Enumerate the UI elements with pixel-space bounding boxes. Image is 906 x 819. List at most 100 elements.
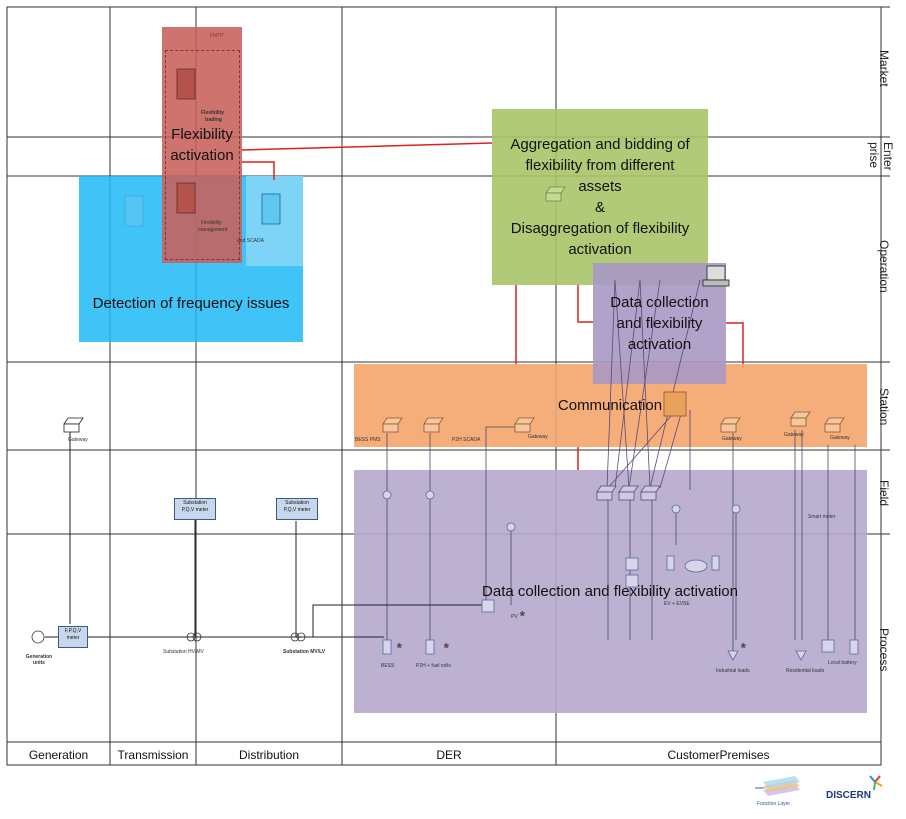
gateway-der-label: Gateway: [528, 434, 548, 440]
generation-units-label-1: Generation: [25, 654, 53, 660]
aggregation-label: Aggregation and bidding of flexibility f…: [492, 134, 708, 260]
flexibility-management-server-icon: [176, 182, 196, 214]
discern-logo: DISCERN: [826, 790, 872, 801]
meter-label-line2: P,Q,V meter: [283, 507, 311, 513]
op-data-line-3: activation: [627, 336, 692, 353]
aggregation-line-4: &: [594, 199, 605, 216]
red-connectors: [241, 142, 744, 470]
p2h-sensor-icon: [425, 490, 435, 500]
flex-management-label-1: Flexibility: [201, 220, 222, 226]
domain-customer-premises: CustomerPremises: [667, 748, 770, 762]
svg-text:*: *: [520, 609, 525, 623]
smart-meter-label: Smart meter: [808, 514, 836, 520]
flex-management-label-2: management: [198, 227, 228, 233]
gateway-industrial-label: Gateway: [722, 436, 742, 442]
substation-hv-mv-label: Substation HV/MV: [163, 649, 204, 655]
domain-generation: Generation: [28, 748, 89, 762]
fmtp-label: FMTP: [210, 33, 224, 39]
function-layer-legend: Function Layer: [757, 801, 791, 807]
bess-icon: [382, 639, 392, 655]
local-battery-icon: [849, 639, 859, 655]
svg-text:*: *: [444, 641, 449, 655]
domain-transmission: Transmission: [117, 748, 189, 762]
legend-graphic: [755, 776, 800, 796]
p2h-scada-label: P2H SCADA: [452, 437, 481, 443]
aggregation-box: [492, 109, 708, 285]
communication-server-icon: [663, 391, 687, 417]
ev-evse-label: EV + EVSE: [664, 601, 690, 607]
aggregation-line-1: Aggregation and bidding of: [510, 136, 690, 153]
scada-server-icon: [261, 193, 281, 225]
substation-meter-transmission: Substation P,Q,V meter: [174, 498, 216, 520]
domain-der: DER: [436, 748, 462, 762]
field-gateway-icons: [596, 485, 661, 501]
bess-label: BESS: [381, 663, 395, 669]
aggregation-line-2: flexibility from different: [525, 157, 675, 174]
field-device-icons: [382, 490, 859, 661]
faded-server-icon: [124, 195, 144, 227]
aggregation-line-5: Disaggregation of flexibility: [510, 220, 690, 237]
flex-trading-label-2: trading: [205, 117, 222, 123]
zone-process: Process: [877, 628, 891, 672]
power-line: [45, 428, 486, 638]
generation-units-label-2: units: [33, 660, 45, 666]
evse-icon: [666, 555, 675, 571]
gateway-icons: [382, 391, 845, 433]
svg-text:*: *: [397, 641, 402, 655]
pv-label: PV: [511, 614, 518, 620]
industrial-loads-label: Industrial loads: [716, 668, 750, 674]
zone-operation: Operation: [877, 240, 891, 293]
bess-sensor-icon: [382, 490, 392, 500]
asterisk-icons: * * * *: [397, 609, 747, 656]
fpqv-label-line2: meter: [66, 635, 80, 641]
flex-trading-label-1: Flexibility: [201, 110, 225, 116]
pv-sensor-icon: [506, 522, 516, 532]
fpqv-label-line1: F,P,Q,V: [64, 628, 82, 634]
field-data-collection-label: Data collection and flexibility activati…: [482, 583, 738, 600]
flexibility-activation-box: [162, 27, 242, 263]
transformer-mv-lv-icon: [290, 632, 300, 642]
substation-meter-distribution: Substation P,Q,V meter: [276, 498, 318, 520]
gateway-generation-icon: [63, 417, 84, 433]
substation-mv-lv-label: Substation MV/LV: [283, 649, 326, 655]
ev-car-icon: [684, 559, 708, 573]
field-data-collection-box: [354, 470, 867, 713]
zone-field: Field: [877, 480, 891, 507]
battery-inverter-icon: [821, 639, 835, 653]
aggregation-line-3: assets: [578, 178, 622, 195]
fmtp-dashed-frame: [165, 50, 240, 260]
fpqv-meter: F,P,Q,V meter: [58, 626, 88, 648]
bess-pms-label: BESS PMS: [355, 437, 381, 443]
domain-distribution: Distribution: [238, 748, 300, 762]
local-battery-label: Local battery: [828, 660, 857, 666]
zone-station: Station: [877, 388, 891, 426]
meter-label-line1: Substation: [183, 500, 207, 506]
zone-market: Market: [877, 50, 891, 87]
gateway-residential-label: Gateway: [784, 432, 804, 438]
p2h-icon: [425, 639, 435, 655]
zone-enterprise: Enter prise: [867, 138, 895, 174]
gateway-battery-label: Gateway: [830, 435, 850, 441]
residential-loads-label: Residential loads: [786, 668, 825, 674]
aggregator-gateway-icon: [545, 186, 566, 202]
meter-label-line2: P,Q,V meter: [181, 507, 209, 513]
svg-text:*: *: [741, 641, 746, 655]
industrial-sensor-icon: [731, 504, 741, 514]
workstation-icon: [706, 265, 726, 281]
meter-label-line1: Substation: [285, 500, 309, 506]
communication-label: Communication: [557, 397, 663, 414]
pv-inverter-icon: [481, 599, 495, 613]
operation-data-collection-label: Data collection and flexibility activati…: [593, 292, 726, 355]
op-data-line-2: and flexibility: [616, 315, 703, 332]
frequency-detection-label: Detection of frequency issues: [92, 295, 290, 312]
scada-label: and SCADA: [237, 238, 264, 244]
flexibility-trading-server-icon: [176, 68, 196, 100]
zone-enterprise-line1: Enter: [881, 142, 895, 171]
gateway-generation-label: Gateway: [68, 437, 88, 443]
op-data-line-1: Data collection: [610, 294, 709, 311]
generator-icon: [31, 630, 45, 644]
discern-logo-graphic: [869, 775, 883, 791]
aggregation-line-6: activation: [568, 241, 632, 258]
